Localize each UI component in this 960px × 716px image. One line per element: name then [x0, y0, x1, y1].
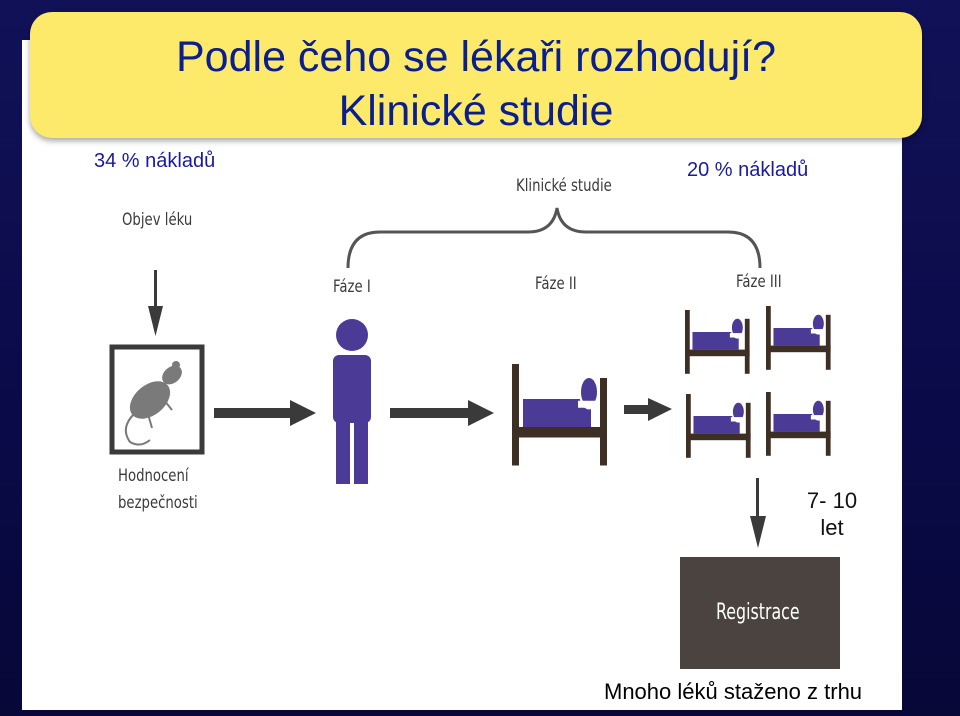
phase3-bed-icon	[764, 304, 832, 371]
safety-label-line1: Hodnocení	[118, 466, 189, 486]
phase3-bed-icon	[764, 390, 832, 457]
phase2-label: Fáze II	[535, 274, 577, 294]
phase3-bed-icon	[683, 308, 751, 375]
withdrawn-drugs-note: Mnoho léků staženo z trhu	[604, 679, 863, 704]
lab-rat-image	[109, 344, 205, 455]
phase1-label: Fáze I	[333, 277, 371, 297]
phase3-label: Fáze III	[736, 272, 782, 292]
safety-label-line2: bezpečnosti	[118, 493, 198, 513]
cost-left-label: 34 % nákladů	[94, 150, 216, 172]
arrow-to-phase1	[214, 400, 316, 426]
duration-value: 7- 10	[806, 488, 858, 513]
registration-box	[680, 557, 840, 669]
slide-subtitle: Klinické studie	[338, 87, 614, 135]
phase1-person-icon	[333, 319, 371, 484]
title-banner: Podle čeho se lékaři rozhodují? Klinické…	[30, 12, 922, 138]
phases-brace	[346, 207, 762, 269]
discovery-arrow	[148, 270, 163, 336]
arrow-to-phase3	[624, 398, 672, 421]
registration-arrow	[750, 478, 766, 548]
registration-label: Registrace	[716, 600, 800, 625]
clinical-studies-label: Klinické studie	[516, 176, 612, 196]
arrow-to-phase2	[390, 400, 494, 426]
drug-discovery-label: Objev léku	[122, 210, 193, 230]
phase3-bed-icon	[684, 392, 752, 459]
slide-title: Podle čeho se lékaři rozhodují?	[176, 33, 776, 81]
cost-right-label: 20 % nákladů	[687, 159, 809, 181]
phase2-bed-icon	[510, 362, 609, 468]
duration-unit: let	[820, 515, 844, 540]
duration-label: 7- 10 let	[800, 487, 864, 541]
